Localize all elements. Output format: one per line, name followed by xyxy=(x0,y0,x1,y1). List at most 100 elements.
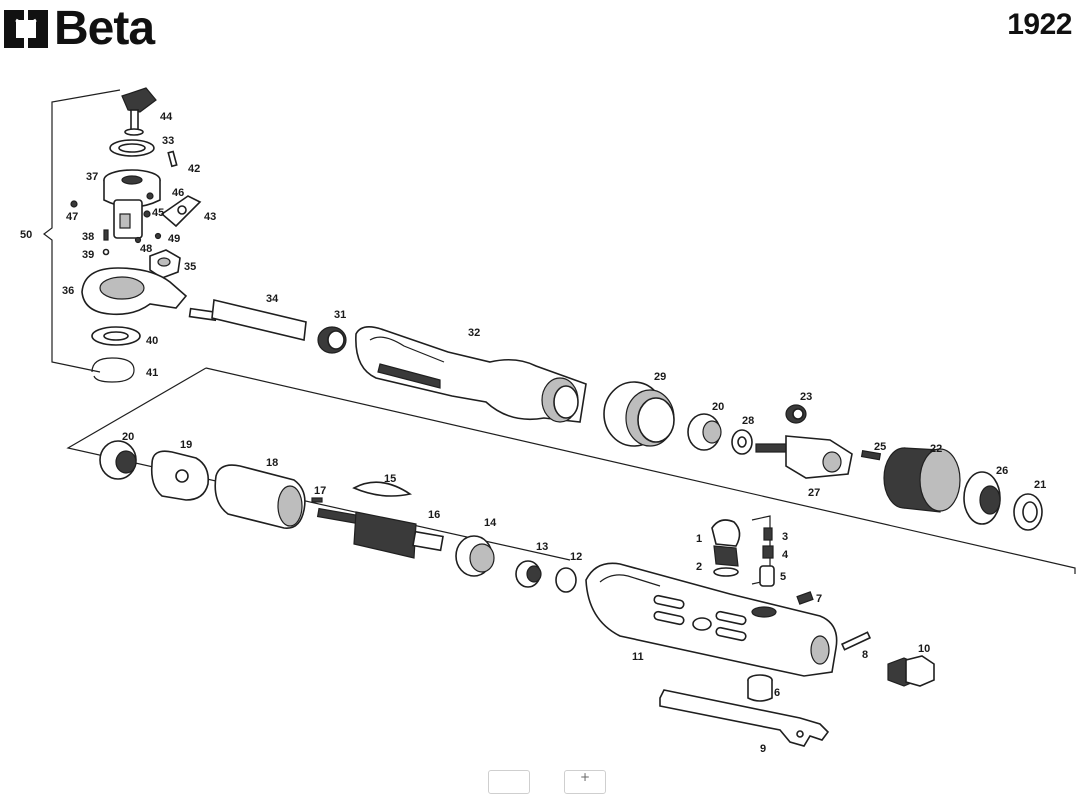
part-10 xyxy=(887,655,935,687)
part-3 xyxy=(763,527,773,541)
part-38 xyxy=(103,229,109,241)
callout-26: 26 xyxy=(996,465,1008,477)
part-18 xyxy=(214,464,306,529)
part-29 xyxy=(603,381,675,447)
part-48 xyxy=(134,236,142,244)
part-35 xyxy=(149,249,181,279)
part-40 xyxy=(91,326,141,346)
callout-9: 9 xyxy=(760,743,766,755)
part-19 xyxy=(150,450,210,501)
callout-28: 28 xyxy=(742,415,754,427)
part-45 xyxy=(143,210,151,218)
callout-33: 33 xyxy=(162,135,174,147)
callout-12: 12 xyxy=(570,551,582,563)
callout-20-lower: 20 xyxy=(122,431,134,443)
part-41 xyxy=(91,357,135,383)
callout-45: 45 xyxy=(152,207,164,219)
part-27 xyxy=(755,435,853,479)
callout-6: 6 xyxy=(774,687,780,699)
callout-14: 14 xyxy=(484,517,497,529)
next-page-button[interactable]: + xyxy=(564,770,606,794)
part-21 xyxy=(1013,493,1043,531)
callout-42: 42 xyxy=(188,163,200,175)
prev-page-button[interactable] xyxy=(488,770,530,794)
part-11 xyxy=(585,562,838,677)
callout-5: 5 xyxy=(780,571,786,583)
callout-27: 27 xyxy=(808,487,820,499)
callout-3: 3 xyxy=(782,531,788,543)
part-1 xyxy=(711,519,741,567)
callout-37: 37 xyxy=(86,171,98,183)
callout-48: 48 xyxy=(140,243,152,255)
callout-20-upper: 20 xyxy=(712,401,724,413)
part-31 xyxy=(317,326,347,354)
part-28 xyxy=(731,429,753,455)
callout-39: 39 xyxy=(82,249,94,261)
callout-29: 29 xyxy=(654,371,666,383)
callout-7: 7 xyxy=(816,593,822,605)
callout-1: 1 xyxy=(696,533,702,545)
callout-32: 32 xyxy=(468,327,480,339)
part-15 xyxy=(352,481,413,497)
callout-2: 2 xyxy=(696,561,702,573)
part-33 xyxy=(109,139,155,157)
part-9 xyxy=(659,689,830,747)
beta-logo: Beta xyxy=(0,2,155,55)
part-32 xyxy=(355,326,587,423)
callout-46: 46 xyxy=(172,187,184,199)
callout-19: 19 xyxy=(180,439,192,451)
part-42 xyxy=(167,150,178,168)
callout-8: 8 xyxy=(862,649,868,661)
callout-17: 17 xyxy=(314,485,326,497)
brand-name: Beta xyxy=(54,2,155,55)
part-2 xyxy=(713,567,739,577)
part-23 xyxy=(785,404,807,424)
callout-10: 10 xyxy=(918,643,930,655)
callout-43: 43 xyxy=(204,211,216,223)
callout-38: 38 xyxy=(82,231,94,243)
exploded-parts-diagram: 44 33 42 37 46 47 45 43 50 38 49 48 39 3… xyxy=(20,87,1076,755)
part-43 xyxy=(160,195,202,228)
part-34 xyxy=(188,299,307,341)
part-20-upper xyxy=(687,413,722,451)
part-12 xyxy=(555,567,577,593)
part-16 xyxy=(316,507,444,559)
callout-11: 11 xyxy=(632,651,644,663)
part-49 xyxy=(154,232,162,240)
callout-40: 40 xyxy=(146,335,158,347)
callout-23: 23 xyxy=(800,391,812,403)
pager: + xyxy=(488,770,606,794)
part-39 xyxy=(102,248,110,256)
callout-21: 21 xyxy=(1034,479,1046,491)
part-20-lower xyxy=(99,440,137,480)
part-5 xyxy=(759,565,775,587)
part-14 xyxy=(455,535,495,577)
part-8 xyxy=(840,631,872,651)
part-25 xyxy=(860,449,882,461)
callout-47: 47 xyxy=(66,211,78,223)
callout-25: 25 xyxy=(874,441,886,453)
part-46 xyxy=(146,192,154,200)
callout-36: 36 xyxy=(62,285,74,297)
part-17 xyxy=(311,497,323,503)
model-number: 1922 xyxy=(1007,8,1072,41)
callout-4: 4 xyxy=(782,549,789,561)
callout-41: 41 xyxy=(146,367,158,379)
part-13 xyxy=(515,560,542,588)
callout-50: 50 xyxy=(20,229,32,241)
part-6 xyxy=(747,674,773,702)
callout-34: 34 xyxy=(266,293,279,305)
part-47 xyxy=(70,200,78,208)
group-bracket xyxy=(43,89,121,373)
part-37 xyxy=(103,169,161,239)
part-36 xyxy=(81,267,188,316)
part-44 xyxy=(121,87,157,136)
callout-15: 15 xyxy=(384,473,396,485)
beta-wrench-icon xyxy=(4,10,48,48)
callout-18: 18 xyxy=(266,457,278,469)
callout-13: 13 xyxy=(536,541,548,553)
callout-22: 22 xyxy=(930,443,942,455)
callout-49: 49 xyxy=(168,233,180,245)
part-4 xyxy=(762,545,774,559)
callout-31: 31 xyxy=(334,309,346,321)
